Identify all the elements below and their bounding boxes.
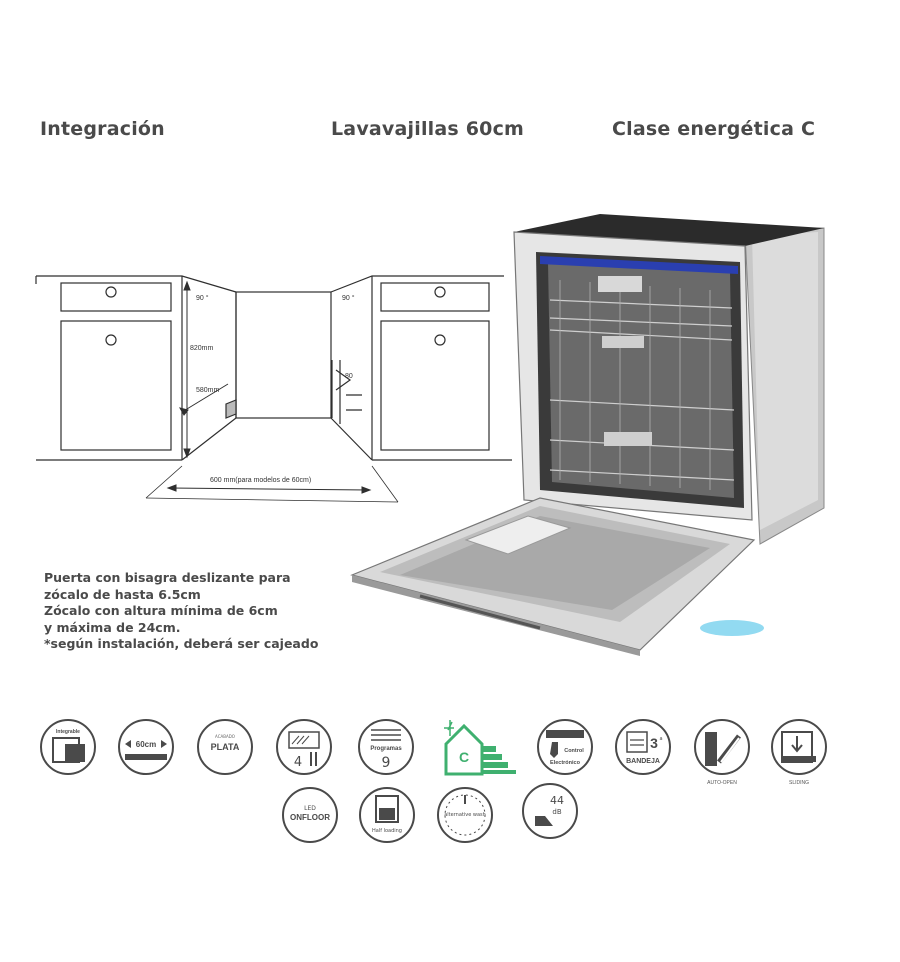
third-tray-icon: 3 a BANDEJA bbox=[614, 718, 672, 776]
half-load-icon: Half loading bbox=[358, 786, 416, 844]
note-line: Puerta con bisagra deslizante para bbox=[44, 570, 291, 585]
programs-value: 9 bbox=[382, 755, 391, 771]
floor-glow bbox=[700, 620, 764, 636]
integrable-label: Integrable bbox=[56, 729, 80, 735]
installation-scene: 90 ° 90 ° 820mm 580mm 80 600 mm(para mod… bbox=[35, 214, 825, 656]
alternative-wash-icon: alternative wash bbox=[436, 786, 494, 844]
noise-value: 44 bbox=[550, 794, 564, 807]
installation-notes: Puerta con bisagra deslizante para zócal… bbox=[44, 570, 374, 653]
heading-product: Lavavajillas 60cm bbox=[331, 118, 525, 140]
auto-open-icon bbox=[693, 718, 751, 776]
note-line: *según instalación, deberá ser cajeado bbox=[44, 636, 319, 651]
led-onfloor-icon: LED ONFLOOR bbox=[281, 786, 339, 844]
half-load-label: Half loading bbox=[372, 828, 402, 834]
plinth-label: 80 bbox=[345, 373, 353, 380]
width-60-label: 60cm bbox=[136, 740, 156, 749]
alt-wash-label: alternative wash bbox=[444, 812, 486, 818]
depth-label: 580mm bbox=[196, 387, 220, 394]
note-line: zócalo de hasta 6.5cm bbox=[44, 586, 201, 602]
width-label: 600 mm(para modelos de 60cm) bbox=[210, 477, 311, 484]
trays-unit: a bbox=[659, 736, 662, 742]
plata-finish-icon: ACABADO PLATA bbox=[196, 718, 254, 776]
trays-label: BANDEJA bbox=[626, 758, 660, 765]
angle-right-label: 90 ° bbox=[342, 294, 355, 302]
sliding-icon bbox=[770, 718, 828, 776]
trays-value: 3 bbox=[650, 735, 658, 751]
sliding-caption: SLIDING bbox=[788, 780, 809, 786]
energy-class-icon: C bbox=[440, 716, 520, 778]
note-line: y máxima de 24cm. bbox=[44, 619, 181, 635]
width-60-icon: 60cm bbox=[117, 718, 175, 776]
led-label: ONFLOOR bbox=[290, 813, 330, 822]
control-label: Control bbox=[564, 748, 584, 754]
integrable-icon: Integrable bbox=[39, 718, 97, 776]
plata-label: PLATA bbox=[211, 742, 240, 752]
programs-icon: Programas 9 bbox=[357, 718, 415, 776]
angle-left-label: 90 ° bbox=[196, 294, 209, 302]
heading-energy-class: Clase energética C bbox=[612, 118, 816, 140]
dimension-arrows bbox=[145, 280, 399, 503]
heading-integration: Integración bbox=[40, 118, 165, 140]
note-line: Zócalo con altura mínima de 6cm bbox=[44, 603, 278, 618]
energy-letter: C bbox=[459, 749, 469, 765]
noise-unit: dB bbox=[552, 808, 561, 816]
electronic-control-icon: Control Electrónico bbox=[536, 718, 594, 776]
dishwasher-illustration bbox=[350, 214, 825, 656]
noise-level-icon: 44 dB bbox=[521, 782, 579, 840]
control-sub-label: Electrónico bbox=[550, 760, 581, 766]
led-top-label: LED bbox=[304, 805, 316, 812]
auto-open-caption: AUTO-OPEN bbox=[707, 780, 737, 786]
height-label: 820mm bbox=[190, 345, 214, 352]
programs-label: Programas bbox=[370, 746, 402, 752]
temps-value: 4 bbox=[294, 755, 302, 770]
temperatures-icon: 4 bbox=[275, 718, 333, 776]
installation-diagram bbox=[35, 275, 512, 461]
plata-top-label: ACABADO bbox=[215, 734, 235, 739]
